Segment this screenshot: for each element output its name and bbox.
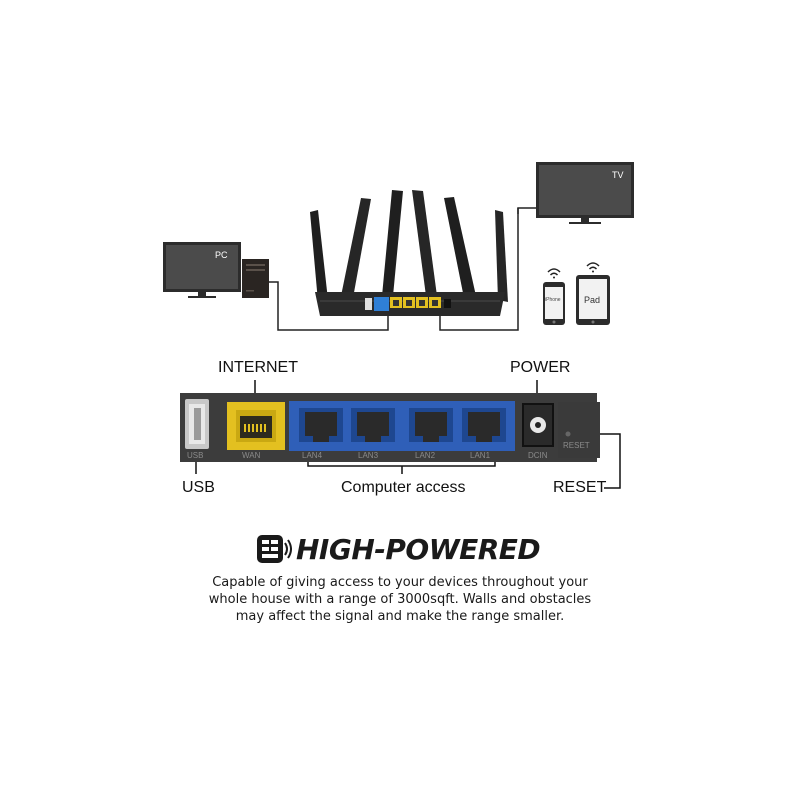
port-label-lan4: LAN4	[302, 451, 323, 460]
pad-label: Pad	[584, 295, 601, 305]
port-label-wan: WAN	[242, 451, 261, 460]
lan-port-block	[289, 401, 515, 451]
pc-monitor-icon	[163, 242, 241, 298]
connection-cables	[268, 207, 540, 331]
feature-title: HIGH-POWERED	[296, 533, 541, 566]
description-line: Capable of giving access to your devices…	[212, 575, 588, 590]
tv-label: TV	[612, 170, 624, 180]
port-label-dcin: DCIN	[528, 451, 548, 460]
reset-label: RESET	[553, 479, 607, 496]
lan-port	[409, 408, 453, 442]
network-diagram	[163, 162, 634, 331]
usb-port	[185, 399, 209, 449]
port-label-lan2: LAN2	[415, 451, 436, 460]
wifi-icon	[586, 262, 600, 273]
lan-port	[462, 408, 506, 442]
internet-label: INTERNET	[218, 359, 298, 376]
wifi-icon	[547, 268, 561, 279]
router-icon	[310, 190, 508, 316]
usb-label: USB	[182, 479, 215, 496]
tablet-icon	[576, 275, 610, 325]
phone-label: iPhone	[545, 297, 561, 303]
pc-tower-icon	[242, 259, 269, 298]
port-label-lan1: LAN1	[470, 451, 491, 460]
pc-label: PC	[215, 250, 228, 260]
phone-icon	[543, 282, 565, 325]
router-signal-icon	[257, 535, 292, 563]
reset-hole	[565, 431, 571, 437]
power-label: POWER	[510, 359, 571, 376]
description-line: may affect the signal and make the range…	[235, 609, 565, 624]
tv-icon	[536, 162, 634, 224]
dc-in-port	[522, 403, 554, 447]
wan-port	[227, 402, 285, 450]
rear-panel	[180, 380, 621, 489]
feature-description: Capable of giving access to your devices…	[150, 574, 650, 625]
port-label-lan3: LAN3	[358, 451, 379, 460]
lan-port	[351, 408, 395, 442]
lan-port	[299, 408, 343, 442]
port-label-reset: RESET	[563, 441, 590, 450]
computer-access-label: Computer access	[341, 479, 466, 496]
description-line: whole house with a range of 3000sqft. Wa…	[208, 592, 592, 607]
port-label-usb: USB	[187, 451, 204, 460]
